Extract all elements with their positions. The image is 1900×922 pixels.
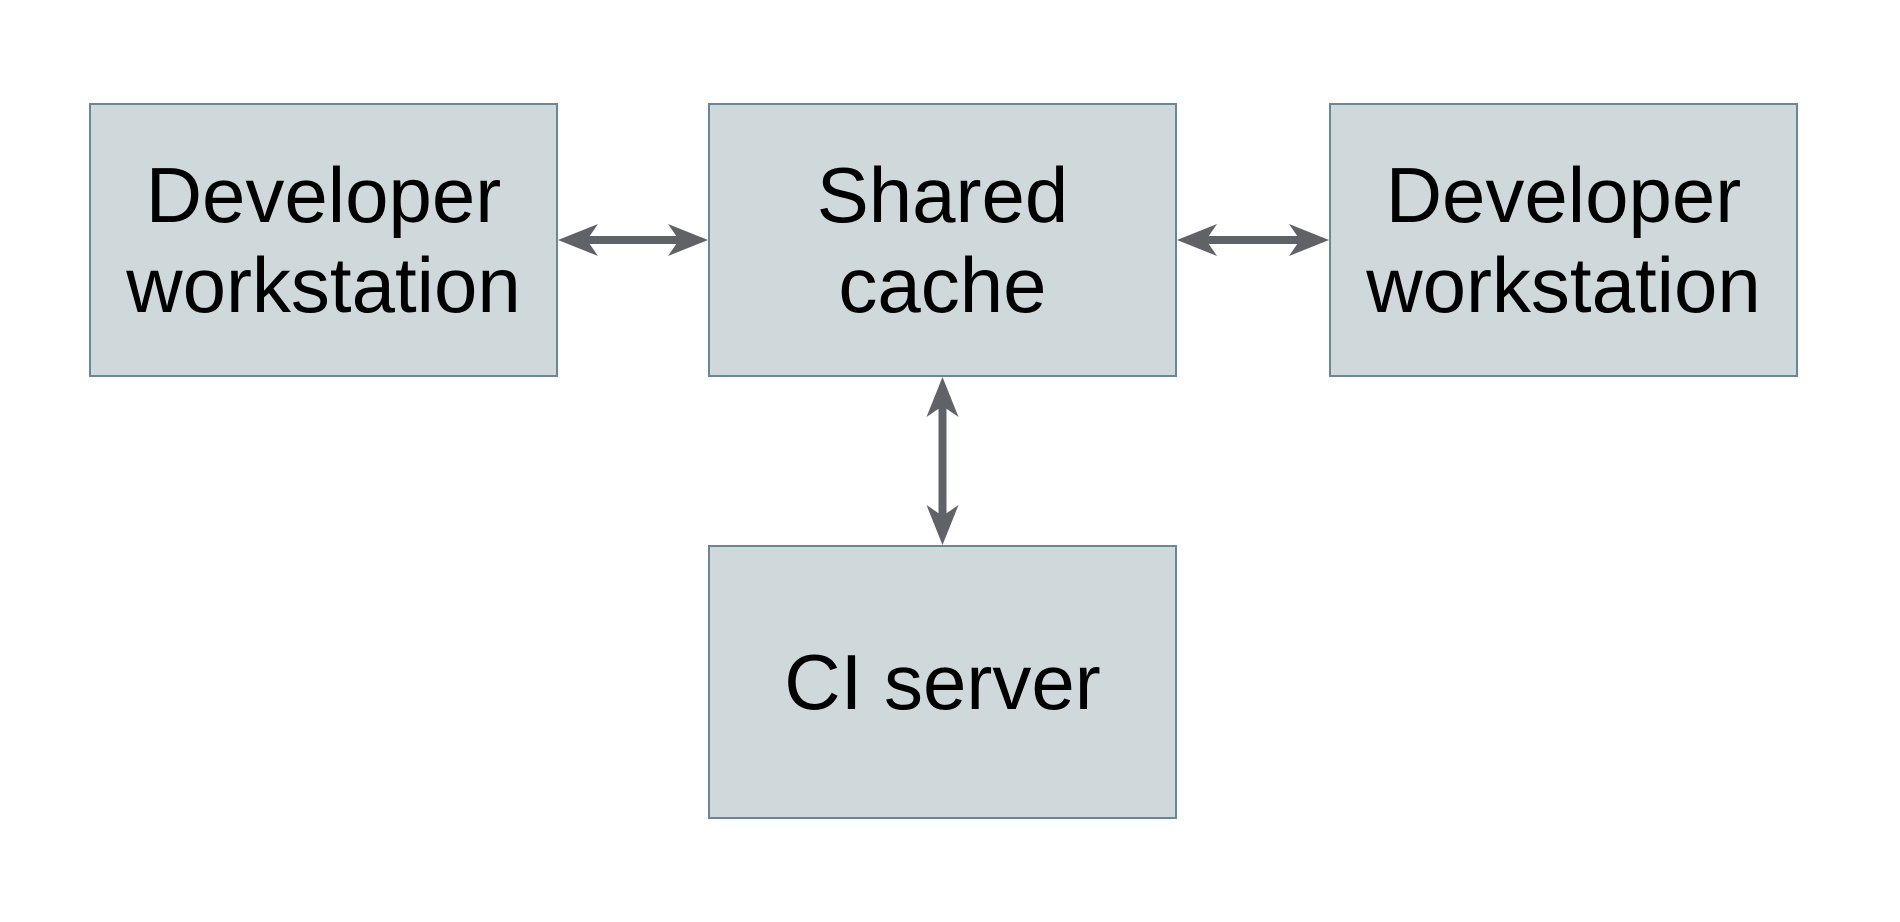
node-shared-cache: Shared cache — [708, 103, 1177, 377]
node-label-developer-workstation-right: Developer workstation — [1366, 151, 1761, 329]
node-label-shared-cache: Shared cache — [816, 151, 1069, 329]
node-developer-workstation-right: Developer workstation — [1329, 103, 1798, 377]
node-label-ci-server: CI server — [784, 638, 1101, 726]
node-ci-server: CI server — [708, 545, 1177, 819]
node-developer-workstation-left: Developer workstation — [89, 103, 558, 377]
node-label-developer-workstation-left: Developer workstation — [126, 151, 521, 329]
